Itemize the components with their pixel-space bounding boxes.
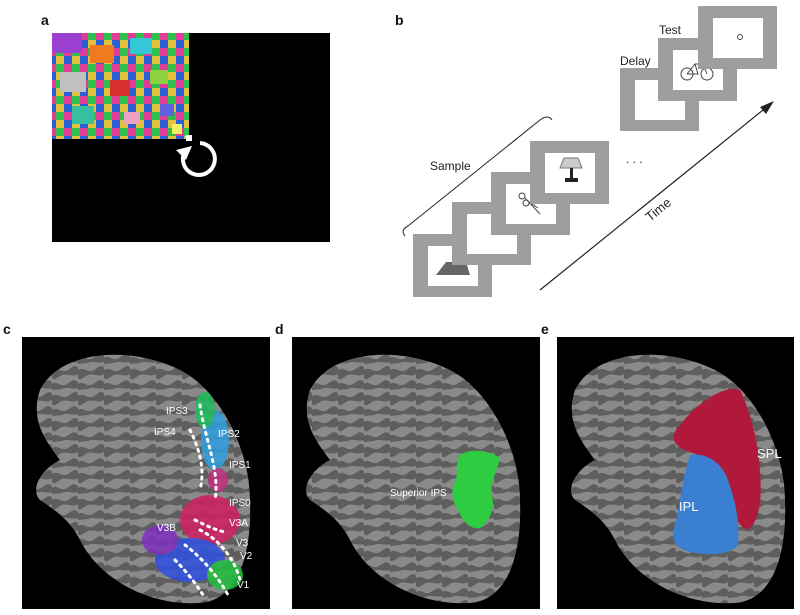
panel-b: Sample . . . Delay Test [402, 6, 777, 297]
sample-label: Sample [430, 159, 471, 173]
brain-d-surface [306, 354, 521, 604]
label-ips2: IPS2 [218, 429, 240, 440]
panel-letter-d: d [275, 321, 284, 337]
panel-letter-a: a [41, 12, 49, 28]
label-v3a: V3A [229, 518, 248, 529]
panel-letter-b: b [395, 12, 404, 28]
retinotopic-map [142, 392, 243, 590]
spl-region [673, 389, 761, 530]
label-ipl: IPL [679, 499, 699, 514]
ellipsis: . . . [626, 152, 643, 166]
label-ips1: IPS1 [229, 460, 251, 471]
test-label: Test [659, 23, 682, 37]
sample-frame-4 [530, 141, 609, 204]
panel-letter-c: c [3, 321, 11, 337]
label-ips3: IPS3 [166, 406, 188, 417]
lamp-icon [559, 157, 583, 182]
panel-d: Superior IPS [292, 337, 540, 609]
label-superior-ips: Superior IPS [390, 488, 447, 499]
time-label: Time [642, 195, 674, 225]
panel-e: SPL IPL [557, 337, 794, 609]
ipl-region [673, 454, 739, 555]
checkerboard-wedge [52, 33, 189, 139]
fixation-point [186, 135, 192, 141]
superior-ips-region [452, 450, 500, 529]
label-v1: V1 [237, 580, 250, 591]
label-ips4: IPS4 [154, 427, 176, 438]
label-v2: V2 [240, 551, 253, 562]
delay-label: Delay [620, 54, 651, 68]
time-arrow [539, 101, 774, 291]
iron-icon [436, 262, 470, 275]
area-borders [173, 403, 242, 600]
label-spl: SPL [757, 446, 782, 461]
label-ips0: IPS0 [229, 498, 251, 509]
panel-letter-e: e [541, 321, 549, 337]
panel-c: IPS3 IPS2 IPS4 IPS1 IPS0 V3A V3B V3 V2 V… [22, 337, 270, 609]
panel-a [52, 33, 330, 242]
sample-bracket [402, 116, 553, 237]
label-v3b: V3B [157, 523, 176, 534]
small-object-icon [737, 34, 743, 40]
label-v3: V3 [236, 538, 249, 549]
rotation-arrow-icon [176, 141, 217, 177]
test-frame-2 [698, 6, 777, 69]
